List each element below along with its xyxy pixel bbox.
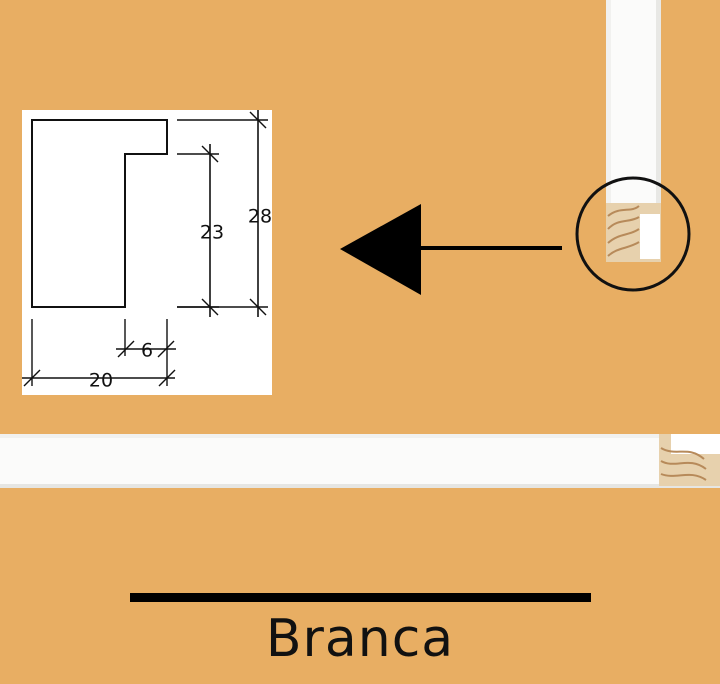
dimension-label-width-total: 20 <box>89 370 113 392</box>
dimension-label-height-inner: 23 <box>200 222 224 244</box>
dimension-height-total: 28 <box>177 110 272 317</box>
title-rule <box>130 593 591 602</box>
dimension-width-total: 20 <box>22 319 176 392</box>
profile-cross-section-card: 28 23 6 <box>22 110 272 395</box>
left-arrow-icon <box>340 204 562 295</box>
vertical-end-grain <box>606 203 661 262</box>
dimension-height-inner: 23 <box>177 144 224 317</box>
horizontal-frame-moulding <box>0 434 720 488</box>
profile-cross-section-drawing: 28 23 6 <box>22 110 272 395</box>
dimension-width-rebate: 6 <box>116 319 176 386</box>
product-name: Branca <box>265 609 455 669</box>
profile-outline <box>31 119 168 308</box>
profile-card-background <box>22 110 272 395</box>
magnifier-circle-icon <box>575 176 691 292</box>
horizontal-end-grain <box>659 434 720 486</box>
dimension-label-height-total: 28 <box>248 206 272 228</box>
dimension-label-width-rebate: 6 <box>141 340 153 362</box>
